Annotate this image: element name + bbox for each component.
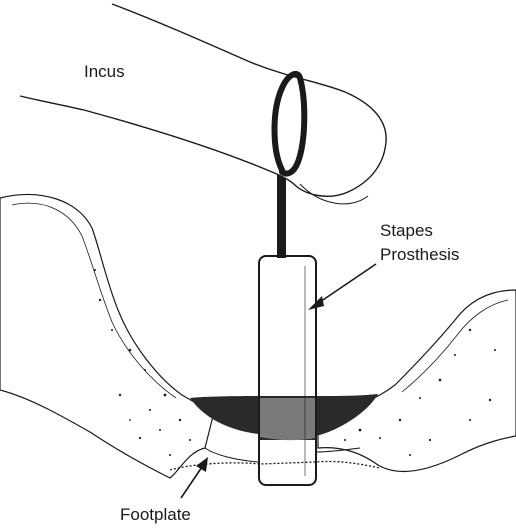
right-bone-wall bbox=[318, 290, 516, 472]
prosthesis-arrow bbox=[308, 264, 376, 310]
prosthesis-label-line2: Prosthesis bbox=[380, 245, 459, 264]
tissue-seal-in-tube bbox=[260, 398, 316, 440]
left-bone-wall bbox=[0, 195, 214, 478]
incus-bone bbox=[20, 4, 386, 204]
footplate-label: Footplate bbox=[120, 505, 191, 524]
prosthesis-label-line1: Stapes bbox=[380, 221, 433, 240]
incus-label: Incus bbox=[84, 62, 125, 81]
footplate-arrow bbox=[181, 457, 208, 498]
